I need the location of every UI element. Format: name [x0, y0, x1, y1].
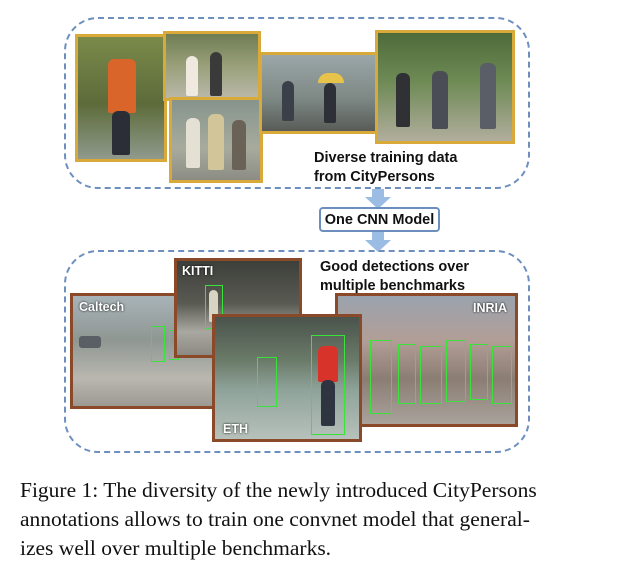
caption-line-2: annotations allows to train one convnet … [20, 507, 530, 531]
person-figure [321, 380, 335, 426]
training-data-label-line2: from CityPersons [314, 169, 435, 185]
person-figure [208, 114, 224, 170]
person-figure [209, 290, 218, 322]
benchmark-name-caltech: Caltech [79, 300, 125, 314]
figure-caption: Figure 1: The diversity of the newly int… [20, 476, 610, 563]
person-figure [210, 52, 222, 96]
person-figure [324, 83, 336, 123]
training-photo-3 [169, 97, 263, 183]
training-photo-2 [163, 31, 261, 101]
benchmarks-container [64, 250, 530, 453]
person-figure [108, 59, 136, 113]
caption-line-1: Figure 1: The diversity of the newly int… [20, 478, 537, 502]
person-figure [318, 346, 338, 382]
down-arrow-2 [372, 232, 384, 242]
detection-box [370, 340, 392, 414]
training-data-label-line1: Diverse training data [314, 150, 458, 166]
benchmarks-label: Good detections over multiple benchmarks [320, 258, 510, 296]
detection-box [492, 346, 512, 404]
detection-box [257, 357, 277, 407]
down-arrow-1-head [365, 197, 391, 209]
person-figure [480, 63, 496, 129]
training-photo-4 [259, 52, 379, 134]
car [79, 336, 101, 348]
detection-box [398, 344, 416, 404]
training-photo-5 [375, 30, 515, 144]
person-figure [282, 81, 294, 121]
benchmark-photo-eth: ETH [212, 314, 362, 442]
benchmark-name-kitti: KITTI [182, 264, 214, 278]
benchmarks-label-line2: multiple benchmarks [320, 278, 466, 294]
training-data-container [64, 17, 530, 189]
caption-line-3: izes well over multiple benchmarks. [20, 536, 332, 560]
detection-box [446, 340, 466, 402]
detection-box [420, 346, 442, 404]
person-figure [396, 73, 410, 127]
person-figure [112, 111, 130, 155]
detection-box [151, 326, 165, 362]
training-data-label: Diverse training data from CityPersons [314, 149, 504, 187]
benchmark-name-inria: INRIA [472, 301, 507, 315]
down-arrow-2-head [365, 240, 391, 252]
detection-box [470, 344, 488, 400]
benchmark-name-eth: ETH [223, 422, 248, 436]
benchmark-photo-inria: INRIA [335, 293, 518, 427]
detection-box [311, 335, 345, 435]
training-photo-1 [75, 34, 167, 162]
person-figure [186, 118, 200, 168]
down-arrow-1 [372, 189, 384, 199]
person-figure [232, 120, 246, 170]
cnn-model-box: One CNN Model [319, 207, 440, 232]
person-figure [186, 56, 198, 96]
umbrella [318, 73, 344, 83]
person-figure [432, 71, 448, 129]
benchmarks-label-line1: Good detections over [320, 259, 470, 275]
